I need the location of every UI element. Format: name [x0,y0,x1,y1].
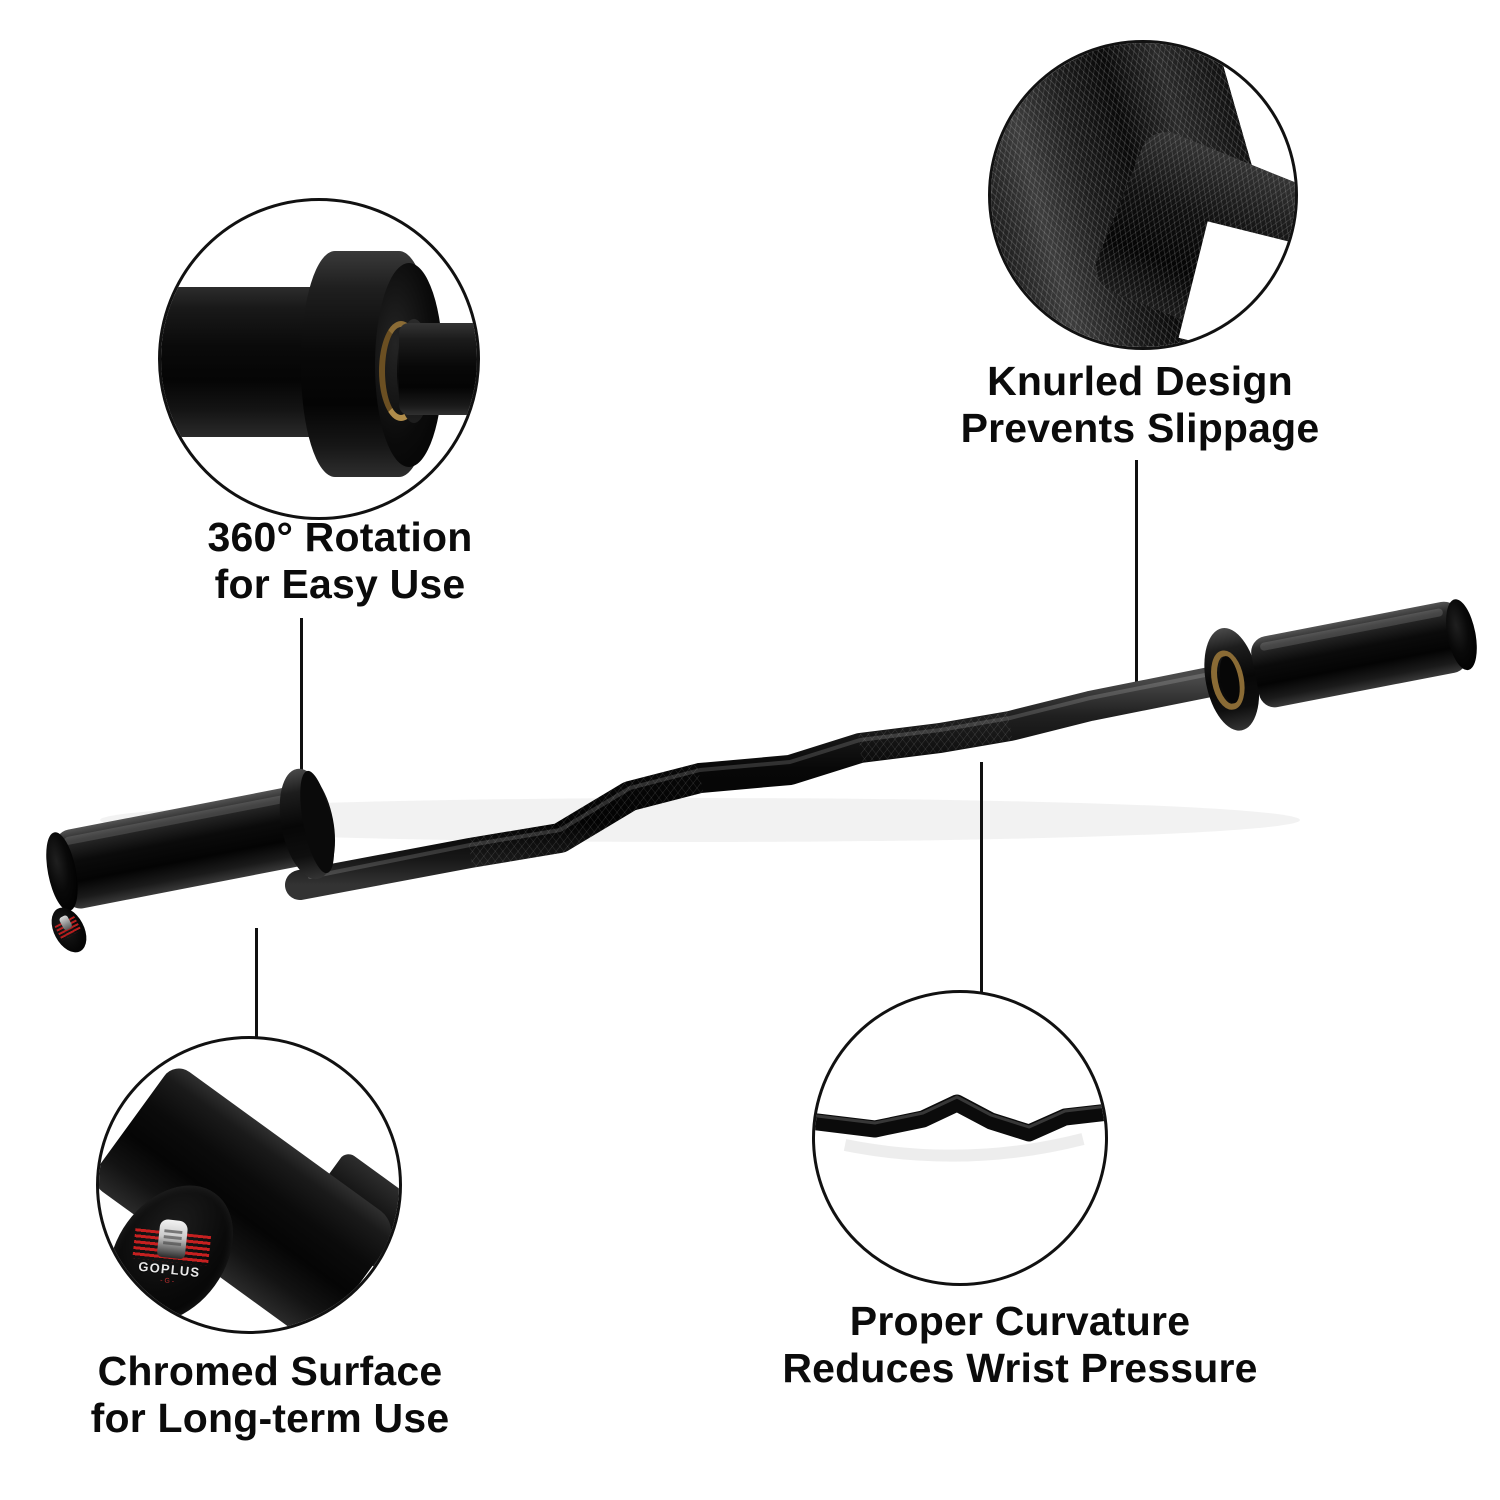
leader-line-knurled [1135,460,1138,705]
bar-shaft [285,663,1245,900]
curved-bar-profile [815,1094,1105,1142]
curvature-profile-svg [815,1094,1105,1162]
fist-icon [156,1218,189,1260]
callout-label-curvature-line2: Reduces Wrist Pressure [782,1344,1258,1391]
leader-line-chromed [255,928,258,1064]
callout-label-knurled: Knurled Design Prevents Slippage [860,358,1420,451]
callout-label-curvature: Proper Curvature Reduces Wrist Pressure [700,1298,1340,1391]
callout-circle-knurled [988,40,1298,350]
sleeve-shaft-right [399,323,477,415]
sleeve-left [46,768,336,911]
callout-label-chromed-line2: for Long-term Use [90,1394,450,1441]
callout-label-rotation-line2: for Easy Use [214,560,466,607]
callout-label-chromed: Chromed Surface for Long-term Use [0,1348,550,1441]
callout-circle-rotation [158,198,480,520]
sleeve-left-end-cap [46,832,78,911]
leader-line-rotation [300,618,303,858]
callout-label-knurled-line1: Knurled Design [987,358,1293,404]
knurling-grip-left-cross [467,763,704,868]
curved-bar-highlight [815,1095,1105,1129]
curved-bar-shadow [843,1133,1085,1162]
goplus-logo: GOPLUS -G- [125,1208,217,1300]
callout-label-knurled-line2: Prevents Slippage [960,404,1320,451]
callout-label-rotation-line1: 360° Rotation [207,514,473,560]
callout-label-rotation: 360° Rotation for Easy Use [60,514,620,607]
barbell-product-image [0,520,1500,980]
bronze-bushing-right [1211,650,1245,710]
callout-label-chromed-line1: Chromed Surface [97,1348,443,1394]
callout-label-curvature-line1: Proper Curvature [849,1298,1191,1344]
knurling-grip-right-cross [858,712,1013,762]
knurl-notch [1178,221,1295,347]
callout-circle-chromed: GOPLUS -G- [96,1036,402,1334]
callout-circle-curvature [812,990,1108,1286]
barbell-svg [46,599,1477,911]
sleeve-right [1204,599,1477,731]
leader-line-curvature [980,762,983,996]
chrome-shaft-upper [287,1039,399,1112]
sleeve-right-end-cap [1446,599,1477,671]
